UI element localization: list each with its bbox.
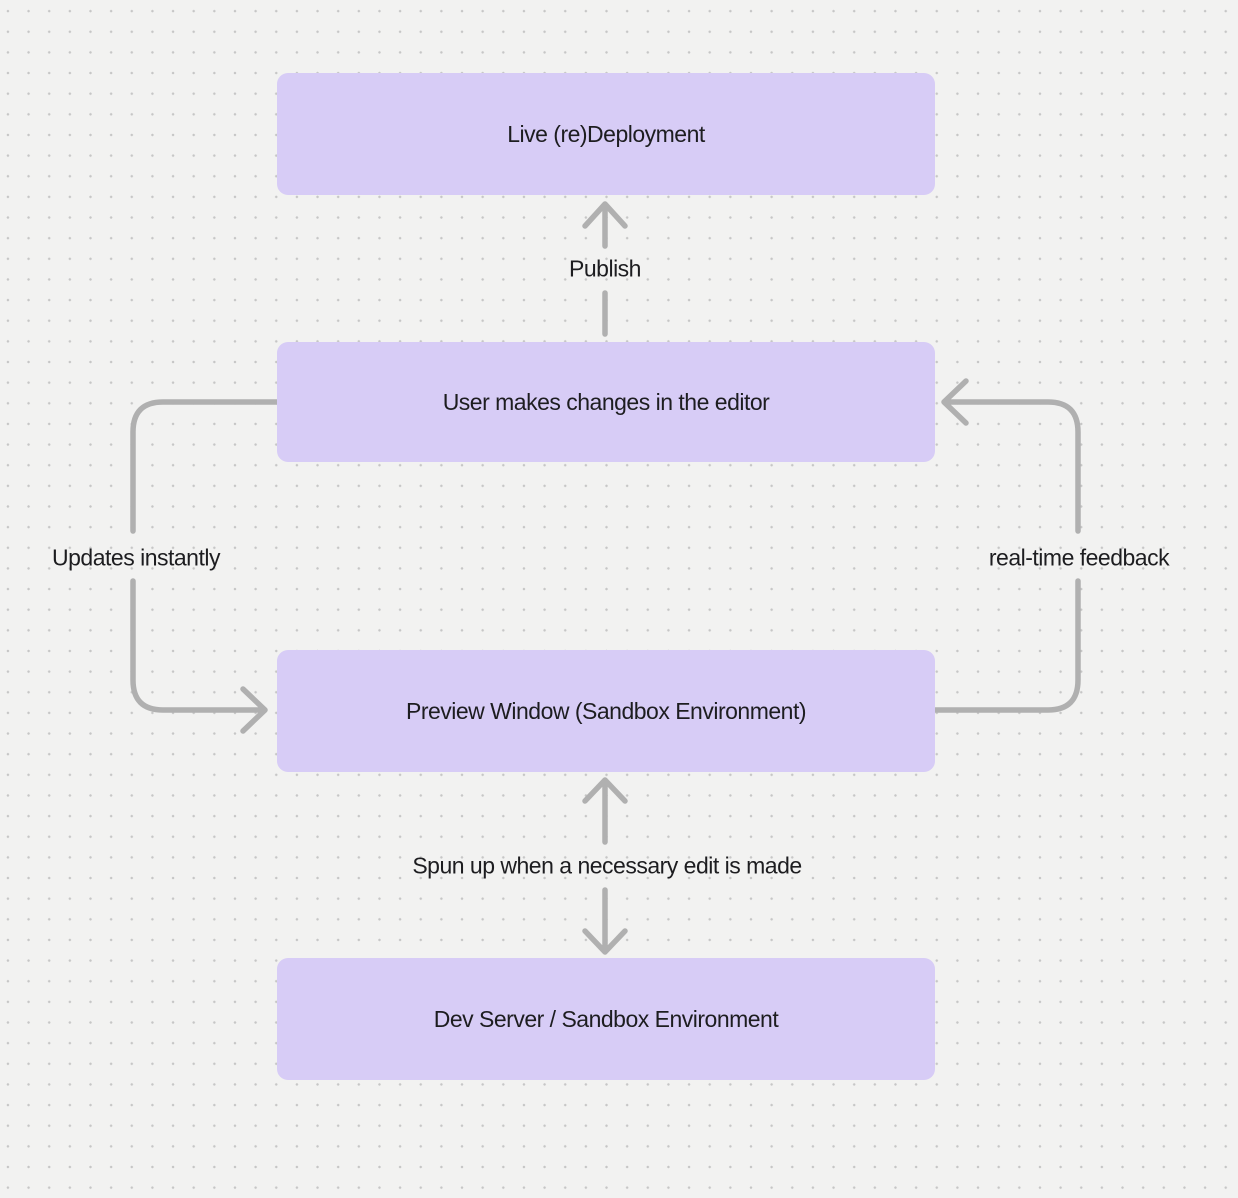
edge-label-realtime-feedback: real-time feedback	[988, 544, 1170, 571]
node-dev-server: Dev Server / Sandbox Environment	[277, 958, 935, 1080]
node-live-redeployment: Live (re)Deployment	[277, 73, 935, 195]
edge-label-publish: Publish	[569, 255, 641, 282]
node-user-makes-changes: User makes changes in the editor	[277, 342, 935, 462]
node-dev-server-label: Dev Server / Sandbox Environment	[433, 1005, 779, 1032]
node-user-makes-changes-label: User makes changes in the editor	[442, 388, 770, 415]
node-preview-window-label: Preview Window (Sandbox Environment)	[405, 697, 807, 724]
edge-label-spun-up: Spun up when a necessary edit is made	[412, 852, 802, 879]
sandbox-spinup-down-arrow	[582, 887, 628, 955]
node-preview-window: Preview Window (Sandbox Environment)	[277, 650, 935, 772]
edge-label-updates-instantly: Updates instantly	[52, 544, 220, 571]
node-live-redeployment-label: Live (re)Deployment	[507, 120, 705, 147]
sandbox-spinup-up-arrow	[582, 777, 628, 845]
